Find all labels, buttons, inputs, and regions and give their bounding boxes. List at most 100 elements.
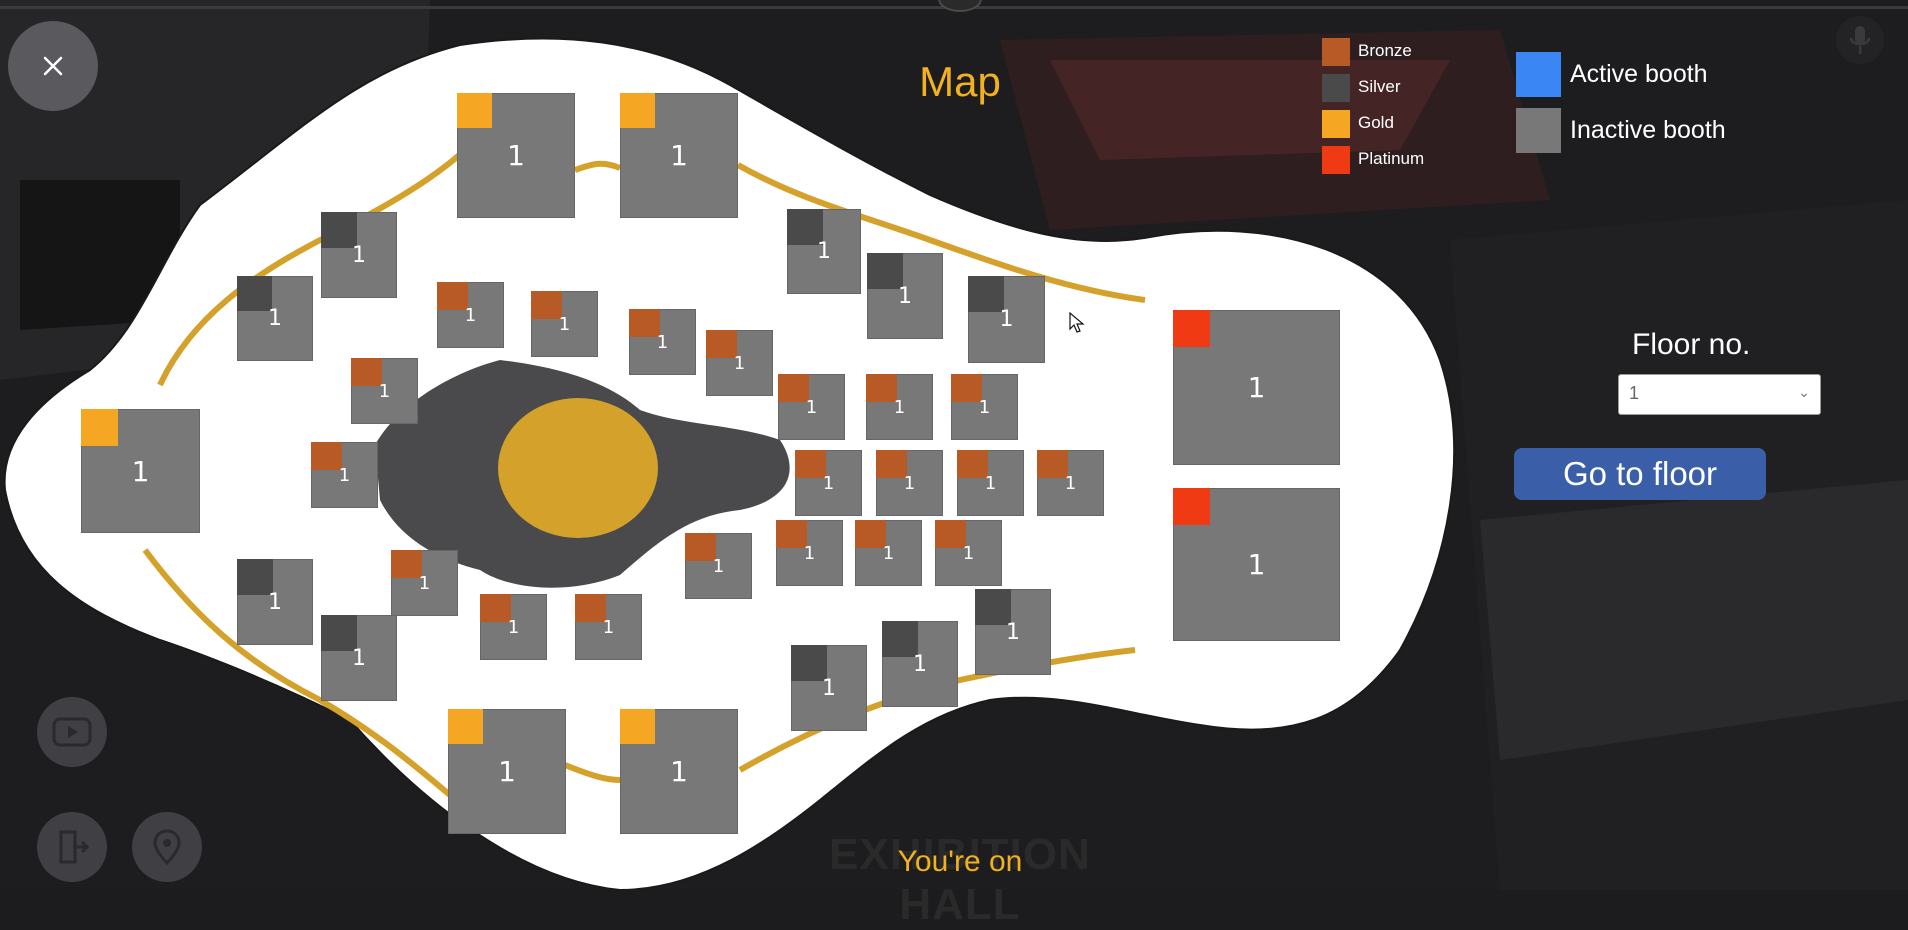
booth-category-tag: [876, 450, 907, 478]
booth-bronze[interactable]: 1: [311, 442, 378, 508]
corridor-bottom-mid: [563, 762, 621, 783]
legend-label: Gold: [1358, 113, 1394, 132]
floor-select-value: 1: [1629, 383, 1640, 403]
corridor-bottom-left: [142, 548, 452, 798]
booth-platinum[interactable]: 1: [1173, 488, 1340, 641]
booth-category-tag: [791, 645, 827, 681]
booth-silver[interactable]: 1: [237, 276, 313, 361]
booth-silver[interactable]: 1: [237, 559, 313, 645]
booth-category-tag: [1173, 488, 1210, 525]
booth-number: 1: [670, 139, 688, 172]
booth-number: 1: [558, 313, 571, 335]
booth-number: 1: [464, 304, 477, 326]
booth-category-tag: [629, 309, 660, 337]
video-play-icon: [52, 717, 92, 747]
booth-bronze[interactable]: 1: [776, 520, 843, 586]
booth-category-tag: [480, 594, 511, 622]
booth-number: 1: [913, 651, 927, 677]
booth-bronze[interactable]: 1: [351, 358, 418, 424]
booth-gold[interactable]: 1: [457, 93, 575, 218]
booth-category-tag: [787, 209, 823, 245]
booth-gold[interactable]: 1: [448, 709, 566, 834]
booth-silver[interactable]: 1: [882, 621, 958, 707]
booth-number: 1: [893, 396, 906, 418]
booth-category-tag: [531, 291, 562, 319]
exit-door-icon: [59, 830, 89, 864]
booth-silver[interactable]: 1: [321, 212, 397, 298]
booth-bronze[interactable]: 1: [957, 450, 1024, 516]
booth-gold[interactable]: 1: [620, 709, 738, 834]
location-pin-icon: [153, 829, 181, 865]
gold-swatch: [1322, 110, 1350, 138]
booth-number: 1: [712, 555, 725, 577]
booth-bronze[interactable]: 1: [935, 520, 1002, 586]
exhibition-scene: [0, 0, 1908, 760]
close-button[interactable]: [8, 21, 98, 111]
booth-number: 1: [670, 755, 688, 788]
booth-number: 1: [882, 542, 895, 564]
platinum-swatch: [1322, 146, 1350, 174]
booth-bronze[interactable]: 1: [778, 374, 845, 440]
booth-bronze[interactable]: 1: [391, 550, 458, 616]
booth-number: 1: [822, 472, 835, 494]
booth-bronze[interactable]: 1: [437, 282, 504, 348]
booth-silver[interactable]: 1: [787, 209, 861, 294]
booth-gold[interactable]: 1: [620, 93, 738, 218]
booth-category-tag: [351, 358, 382, 386]
booth-number: 1: [352, 645, 366, 671]
booth-category-tag: [457, 93, 492, 128]
booth-number: 1: [1064, 472, 1077, 494]
booth-category-tag: [866, 374, 897, 402]
booth-number: 1: [268, 589, 282, 615]
exit-button[interactable]: [37, 812, 107, 882]
booth-silver[interactable]: 1: [867, 253, 943, 339]
booth-gold[interactable]: 1: [81, 409, 200, 533]
silver-swatch: [1322, 74, 1350, 102]
hall-background: [1000, 30, 1908, 760]
booth-category-tag: [448, 709, 483, 744]
go-to-floor-button[interactable]: Go to floor: [1514, 448, 1766, 500]
booth-number: 1: [984, 472, 997, 494]
chevron-down-icon: ⌄: [1798, 384, 1810, 400]
legend-label: Silver: [1358, 77, 1401, 96]
corridor-bottom-right: [738, 647, 1136, 773]
booth-category-tag: [778, 374, 809, 402]
booth-bronze[interactable]: 1: [795, 450, 862, 516]
booth-bronze[interactable]: 1: [706, 330, 773, 396]
booth-number: 1: [656, 331, 669, 353]
booth-silver[interactable]: 1: [791, 645, 867, 731]
booth-number: 1: [1247, 548, 1266, 581]
legend-label: Active booth: [1570, 60, 1708, 88]
booth-category-tag: [237, 276, 272, 311]
booth-category-tag: [620, 709, 655, 744]
booth-category-tag: [795, 450, 826, 478]
booth-bronze[interactable]: 1: [685, 533, 752, 599]
booth-category-tag: [575, 594, 606, 622]
booth-bronze[interactable]: 1: [876, 450, 943, 516]
booth-bronze[interactable]: 1: [575, 594, 642, 660]
booth-number: 1: [498, 755, 516, 788]
booth-bronze[interactable]: 1: [629, 309, 696, 375]
booth-bronze[interactable]: 1: [531, 291, 598, 357]
booth-bronze[interactable]: 1: [480, 594, 547, 660]
booth-silver[interactable]: 1: [975, 589, 1051, 675]
booth-category-tag: [321, 615, 357, 651]
booth-bronze[interactable]: 1: [855, 520, 922, 586]
location-button[interactable]: [132, 812, 202, 882]
video-button[interactable]: [37, 697, 107, 767]
booth-category-tag: [1173, 310, 1210, 347]
microphone-button[interactable]: [1836, 16, 1884, 64]
booth-number: 1: [602, 616, 615, 638]
floor-select[interactable]: 1 ⌄: [1618, 374, 1821, 415]
booth-bronze[interactable]: 1: [951, 374, 1018, 440]
booth-platinum[interactable]: 1: [1173, 310, 1340, 465]
mouse-cursor: [1069, 311, 1085, 333]
booth-bronze[interactable]: 1: [1037, 450, 1104, 516]
booth-category-tag: [951, 374, 982, 402]
booth-bronze[interactable]: 1: [866, 374, 933, 440]
booth-silver[interactable]: 1: [321, 615, 397, 701]
booth-number: 1: [733, 352, 746, 374]
booth-number: 1: [805, 396, 818, 418]
booth-silver[interactable]: 1: [968, 276, 1045, 363]
booth-number: 1: [978, 396, 991, 418]
